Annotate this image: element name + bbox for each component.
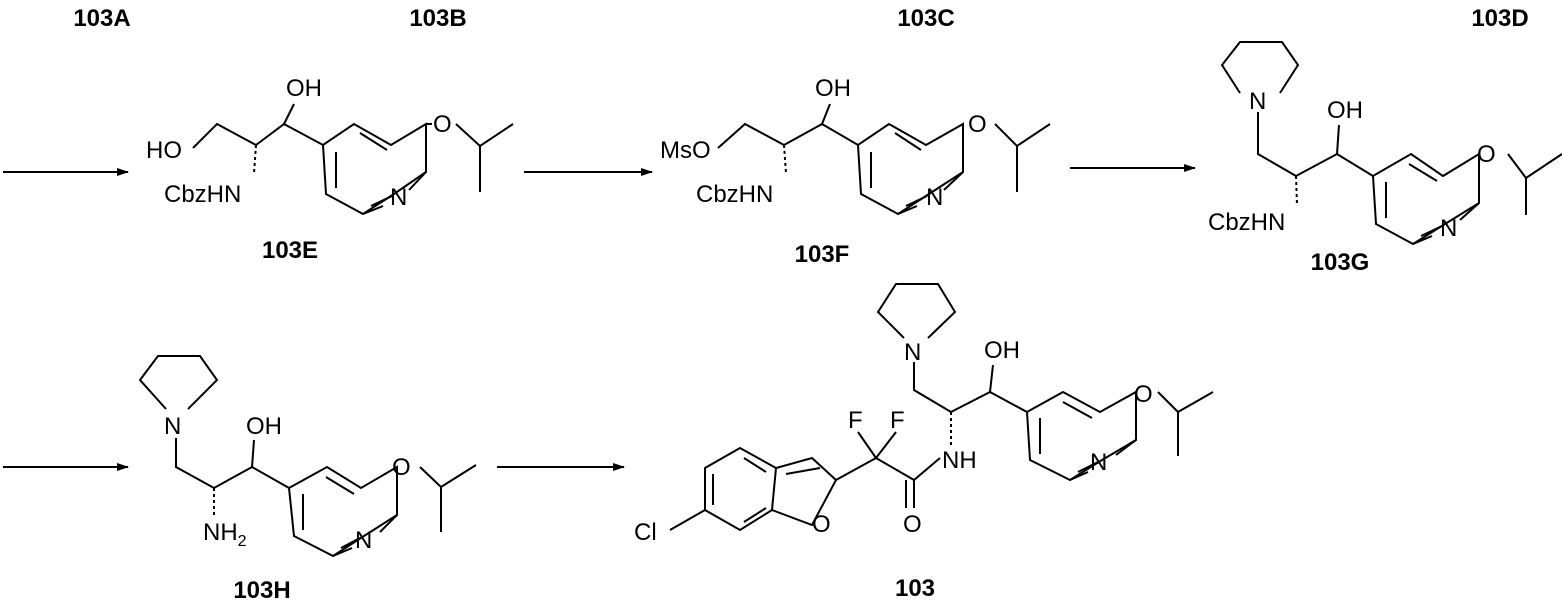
- label-103F: 103F: [795, 241, 850, 268]
- atom-n: N: [390, 184, 407, 211]
- atom-chlorine: Cl: [634, 519, 657, 546]
- atom-oh: OH: [815, 75, 851, 102]
- atom-fluorine-2: F: [890, 407, 905, 434]
- atom-o: O: [433, 111, 452, 138]
- structure-103F: OH MsO CbzHN O N 103F: [660, 75, 1050, 268]
- atom-oh: OH: [286, 75, 322, 102]
- atom-carbonyl-o: O: [903, 511, 922, 538]
- label-103A: 103A: [73, 5, 130, 32]
- atom-ho: HO: [146, 137, 182, 164]
- atom-nh2: NH2: [203, 519, 247, 550]
- label-103: 103: [895, 575, 935, 602]
- atom-n: N: [1440, 215, 1457, 242]
- atom-pyrrolidine-n: N: [1249, 88, 1266, 115]
- atom-oh: OH: [246, 413, 282, 440]
- atom-fluorine-1: F: [848, 407, 863, 434]
- atom-o: O: [1134, 381, 1153, 408]
- label-103D: 103D: [1471, 5, 1528, 32]
- atom-cbzhn: CbzHN: [696, 181, 773, 208]
- atom-n: N: [926, 184, 943, 211]
- atom-n: N: [1090, 449, 1107, 476]
- label-103B: 103B: [409, 5, 466, 32]
- atom-cbzhn: CbzHN: [1208, 209, 1285, 236]
- atom-nh: NH: [203, 519, 238, 546]
- atom-pyrrolidine-n: N: [904, 339, 921, 366]
- label-103G: 103G: [1311, 249, 1370, 276]
- atom-cbzhn: CbzHN: [164, 181, 241, 208]
- atom-furan-o: O: [812, 511, 831, 538]
- atom-o: O: [968, 111, 987, 138]
- label-103E: 103E: [262, 237, 318, 264]
- label-103H: 103H: [233, 577, 290, 604]
- atom-n: N: [355, 527, 372, 554]
- structure-103H: N OH NH2 O N 103H: [140, 356, 476, 604]
- structure-103: N OH F F NH O O Cl O N 103: [634, 284, 1213, 602]
- atom-pyrrolidine-n: N: [164, 413, 181, 440]
- atom-o: O: [392, 454, 411, 481]
- atom-nh: NH: [942, 447, 977, 474]
- atom-subscript-2: 2: [238, 533, 247, 550]
- structure-103E: OH HO CbzHN O N 103E: [146, 75, 513, 264]
- structure-103G: N OH CbzHN O N 103G: [1208, 42, 1562, 276]
- atom-oh: OH: [984, 337, 1020, 364]
- atom-mso: MsO: [660, 137, 711, 164]
- atom-oh: OH: [1327, 97, 1363, 124]
- atom-o: O: [1477, 141, 1496, 168]
- label-103C: 103C: [897, 5, 954, 32]
